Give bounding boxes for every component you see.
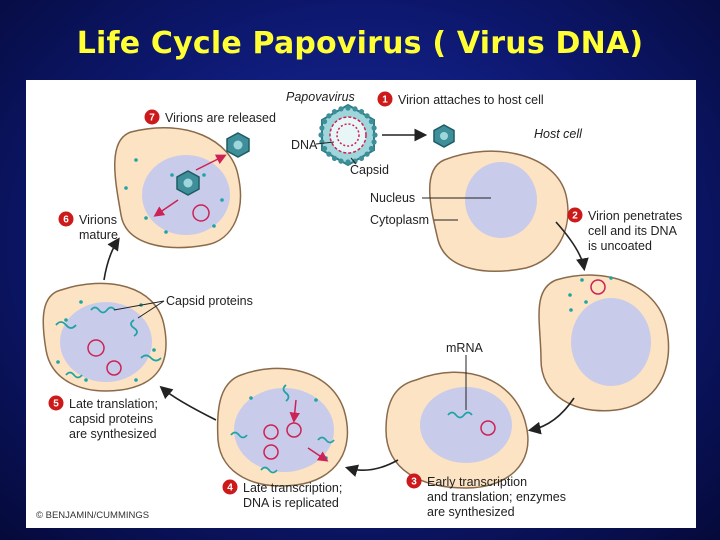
life-cycle-diagram: Papovavirus DNA Capsid Host cell Nucleus… bbox=[36, 90, 682, 521]
viral-dna-circle bbox=[192, 204, 210, 222]
svg-text:3: 3 bbox=[411, 477, 417, 488]
virion-attaching bbox=[433, 124, 455, 148]
label-dna: DNA bbox=[291, 138, 318, 152]
label-cytoplasm: Cytoplasm bbox=[370, 213, 429, 227]
svg-text:capsid proteins: capsid proteins bbox=[69, 412, 153, 426]
virion-released bbox=[226, 132, 250, 158]
step-6: 6 Virions mature bbox=[58, 211, 118, 242]
svg-text:are synthesized: are synthesized bbox=[69, 427, 157, 441]
svg-text:2: 2 bbox=[572, 211, 578, 222]
svg-text:5: 5 bbox=[53, 399, 59, 410]
viral-dna-circle bbox=[87, 339, 105, 357]
step-2: 2 Virion penetrates cell and its DNA is … bbox=[567, 207, 682, 253]
svg-text:6: 6 bbox=[63, 215, 69, 226]
cell-step-5 bbox=[42, 282, 167, 392]
label-capsid: Capsid bbox=[350, 163, 389, 177]
label-papovavirus: Papovavirus bbox=[286, 90, 355, 104]
svg-text:7: 7 bbox=[149, 113, 155, 124]
viral-dna-circle bbox=[263, 424, 279, 440]
svg-text:Late transcription;: Late transcription; bbox=[243, 481, 342, 495]
svg-text:Late translation;: Late translation; bbox=[69, 397, 158, 411]
label-capsid-proteins: Capsid proteins bbox=[166, 294, 253, 308]
svg-text:DNA is replicated: DNA is replicated bbox=[243, 496, 339, 510]
capsid-protein-squiggles bbox=[55, 306, 473, 474]
viral-dna-circle bbox=[286, 422, 302, 438]
viral-dna-circle bbox=[480, 420, 496, 436]
cell-step-4 bbox=[216, 367, 349, 487]
svg-text:Virion penetrates: Virion penetrates bbox=[588, 209, 682, 223]
step-4: 4 Late transcription; DNA is replicated bbox=[222, 479, 342, 510]
viral-dna-circle bbox=[590, 279, 606, 295]
step-5: 5 Late translation; capsid proteins are … bbox=[48, 395, 158, 441]
life-cycle-figure: Papovavirus DNA Capsid Host cell Nucleus… bbox=[26, 80, 696, 528]
viral-dna-circle bbox=[263, 444, 279, 460]
cell-step-3 bbox=[385, 371, 529, 489]
step-3: 3 Early transcription and translation; e… bbox=[406, 473, 566, 519]
svg-text:mature: mature bbox=[79, 228, 118, 242]
svg-text:Virion attaches to host cell: Virion attaches to host cell bbox=[398, 93, 544, 107]
slide-title: Life Cycle Papovirus ( Virus DNA) bbox=[76, 26, 644, 61]
svg-text:4: 4 bbox=[227, 483, 233, 494]
step-7: 7 Virions are released bbox=[144, 109, 276, 125]
svg-text:is uncoated: is uncoated bbox=[588, 239, 652, 253]
svg-text:cell and its DNA: cell and its DNA bbox=[588, 224, 678, 238]
cell-step-2 bbox=[538, 274, 670, 412]
copyright-credit: © BENJAMIN/CUMMINGS bbox=[36, 510, 149, 521]
label-mrna: mRNA bbox=[446, 341, 483, 355]
virion-maturing bbox=[176, 170, 200, 196]
viral-dna-circle bbox=[106, 360, 122, 376]
svg-text:Early transcription: Early transcription bbox=[427, 475, 527, 489]
svg-text:1: 1 bbox=[382, 95, 388, 106]
svg-text:Virions: Virions bbox=[79, 213, 117, 227]
svg-text:Virions are released: Virions are released bbox=[165, 111, 276, 125]
svg-text:and translation; enzymes: and translation; enzymes bbox=[427, 490, 566, 504]
label-nucleus: Nucleus bbox=[370, 191, 415, 205]
papovavirus-virion bbox=[318, 103, 378, 167]
svg-text:are synthesized: are synthesized bbox=[427, 505, 515, 519]
step-1: 1 Virion attaches to host cell bbox=[377, 91, 544, 107]
host-cell bbox=[429, 150, 569, 272]
label-host-cell: Host cell bbox=[534, 127, 583, 141]
